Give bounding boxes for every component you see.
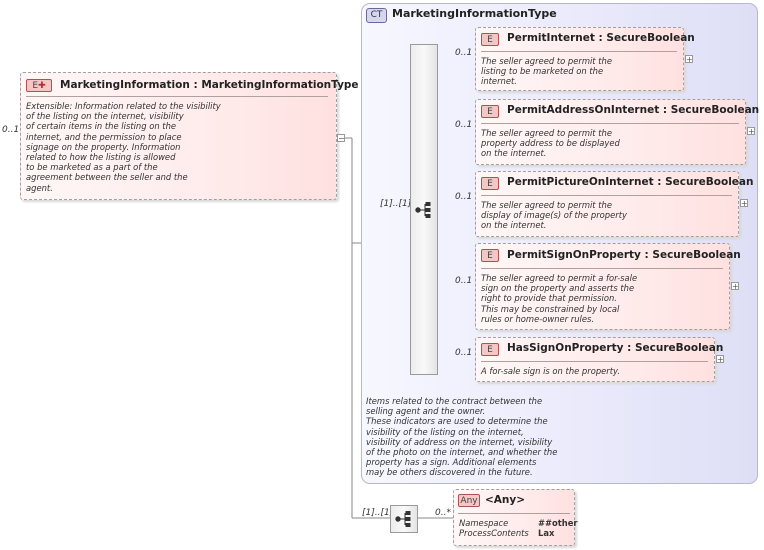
child-cardinality: 0..1 bbox=[455, 348, 473, 358]
child-element-description: The seller agreed to permit the listing … bbox=[481, 56, 612, 87]
child-element-box[interactable] bbox=[475, 171, 739, 237]
child-cardinality: 0..1 bbox=[455, 276, 473, 286]
child-element-description: A for-sale sign is on the property. bbox=[481, 366, 620, 376]
complex-type-description: Items related to the contract between th… bbox=[366, 396, 558, 478]
element-badge: E bbox=[481, 249, 499, 262]
divider bbox=[458, 513, 570, 514]
any-cardinality: 0..* bbox=[435, 508, 451, 518]
element-badge: E bbox=[481, 105, 499, 118]
any-title: <Any> bbox=[485, 494, 526, 506]
divider bbox=[481, 123, 739, 124]
collapse-toggle-icon[interactable]: − bbox=[337, 134, 345, 143]
any-sequence-cardinality: [1]..[1] bbox=[362, 508, 394, 518]
child-element-description: The seller agreed to permit the display … bbox=[481, 200, 627, 231]
element-badge: E bbox=[481, 343, 499, 356]
child-element-title: HasSignOnProperty : SecureBoolean bbox=[507, 342, 724, 354]
main-element-cardinality: 0..1 bbox=[2, 125, 20, 135]
child-element-box[interactable] bbox=[475, 243, 730, 330]
namespace-value: ##other bbox=[538, 518, 578, 528]
complex-type-badge: CT bbox=[366, 8, 387, 23]
expand-toggle-icon[interactable]: + bbox=[716, 355, 724, 364]
divider bbox=[481, 51, 677, 52]
main-element-box[interactable] bbox=[20, 72, 337, 200]
plus-icon: ✚ bbox=[38, 81, 46, 91]
child-element-box[interactable] bbox=[475, 27, 684, 91]
element-badge: E bbox=[481, 33, 499, 46]
child-element-box[interactable] bbox=[475, 337, 715, 382]
expand-toggle-icon[interactable]: + bbox=[731, 282, 739, 291]
child-cardinality: 0..1 bbox=[455, 192, 473, 202]
expand-toggle-icon[interactable]: + bbox=[685, 55, 693, 64]
any-badge: Any bbox=[458, 494, 480, 507]
main-element-title: MarketingInformation : MarketingInformat… bbox=[60, 79, 359, 91]
process-contents-label: ProcessContents bbox=[459, 528, 529, 538]
child-element-title: PermitAddressOnInternet : SecureBoolean bbox=[507, 104, 760, 116]
any-sequence-compositor[interactable] bbox=[390, 505, 418, 533]
divider bbox=[481, 268, 723, 269]
divider bbox=[26, 96, 328, 97]
sequence-compositor[interactable] bbox=[410, 44, 438, 375]
child-cardinality: 0..1 bbox=[455, 120, 473, 130]
child-element-box[interactable] bbox=[475, 99, 746, 165]
child-element-title: PermitInternet : SecureBoolean bbox=[507, 32, 695, 44]
child-element-description: The seller agreed to permit the property… bbox=[481, 128, 620, 159]
divider bbox=[481, 361, 708, 362]
any-element-box[interactable] bbox=[453, 489, 575, 546]
child-cardinality: 0..1 bbox=[455, 48, 473, 58]
process-contents-value: Lax bbox=[538, 528, 555, 538]
complex-type-title: MarketingInformationType bbox=[392, 7, 557, 20]
namespace-label: Namespace bbox=[459, 518, 509, 528]
sequence-icon bbox=[395, 511, 411, 527]
child-element-description: The seller agreed to permit a for-sale s… bbox=[481, 273, 638, 324]
sequence-icon bbox=[415, 202, 431, 218]
sequence-cardinality: [1]..[1] bbox=[380, 199, 412, 209]
expand-toggle-icon[interactable]: + bbox=[747, 127, 755, 136]
element-badge: E✚ bbox=[26, 79, 52, 92]
expand-toggle-icon[interactable]: + bbox=[740, 199, 748, 208]
main-element-description: Extensible: Information related to the v… bbox=[26, 101, 221, 193]
child-element-title: PermitSignOnProperty : SecureBoolean bbox=[507, 249, 741, 261]
child-element-title: PermitPictureOnInternet : SecureBoolean bbox=[507, 176, 754, 188]
element-badge: E bbox=[481, 177, 499, 190]
divider bbox=[481, 195, 732, 196]
